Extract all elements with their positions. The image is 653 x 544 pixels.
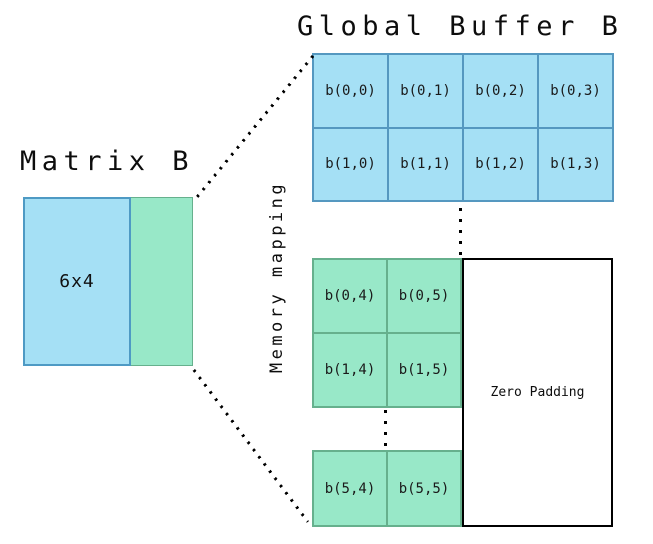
dotted-connector-vertical-top xyxy=(459,208,462,258)
buffer-grid-middle: b(0,4) b(0,5) b(1,4) b(1,5) xyxy=(312,258,462,408)
buffer-cell: b(0,4) xyxy=(314,260,386,332)
buffer-cell: b(1,3) xyxy=(539,128,612,200)
matrix-size-label: 6x4 xyxy=(59,271,95,292)
dotted-connector-diagonal-bottom xyxy=(192,369,310,523)
zero-padding-label: Zero Padding xyxy=(490,385,585,400)
buffer-cell: b(0,5) xyxy=(388,260,460,332)
dotted-connector-vertical-bottom xyxy=(384,410,387,450)
buffer-grid-top: b(0,0) b(0,1) b(0,2) b(0,3) b(1,0) b(1,1… xyxy=(312,53,614,202)
buffer-cell: b(1,2) xyxy=(464,128,537,200)
memory-mapping-label: Memory mapping xyxy=(267,180,287,374)
buffer-cell: b(1,4) xyxy=(314,334,386,406)
buffer-cell: b(5,4) xyxy=(314,452,386,525)
buffer-cell: b(0,1) xyxy=(389,55,462,127)
buffer-grid-bottom: b(5,4) b(5,5) xyxy=(312,450,462,527)
buffer-cell: b(0,3) xyxy=(539,55,612,127)
buffer-cell: b(0,2) xyxy=(464,55,537,127)
buffer-cell: b(1,0) xyxy=(314,128,387,200)
matrix-b-title: Matrix B xyxy=(20,146,195,177)
buffer-cell: b(0,0) xyxy=(314,55,387,127)
zero-padding-box: Zero Padding xyxy=(462,258,613,527)
buffer-cell: b(1,1) xyxy=(389,128,462,200)
buffer-cell: b(5,5) xyxy=(388,452,460,525)
dotted-connector-diagonal-top xyxy=(196,54,315,198)
buffer-cell: b(1,5) xyxy=(388,334,460,406)
global-buffer-title: Global Buffer B xyxy=(297,11,624,42)
matrix-data-region: 6x4 xyxy=(23,197,131,366)
